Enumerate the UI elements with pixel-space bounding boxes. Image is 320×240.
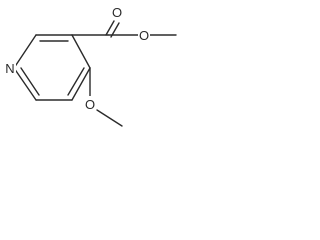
bond-c3-c4 — [71, 34, 91, 69]
inner-double-bond-c6-n — [20, 67, 40, 96]
bond-carbonyl-oxygen — [105, 20, 115, 36]
nitrogen-atom-label: N — [5, 61, 14, 76]
ester-group — [71, 20, 177, 38]
pyridine-ring — [13, 34, 91, 101]
atom-labels: N O O O — [4, 4, 150, 112]
bond-n-c2 — [13, 34, 37, 69]
methoxy-oxygen-label: O — [85, 97, 95, 112]
methoxy-group — [89, 67, 123, 127]
bond-c6-n — [13, 67, 37, 101]
inner-double-bond-c4-c5 — [67, 67, 85, 96]
chemical-structure: N O O O — [4, 4, 177, 127]
bond-methoxy-oxygen-methyl — [96, 109, 123, 127]
carbonyl-oxygen-label: O — [112, 5, 122, 20]
bond-c4-c5 — [71, 67, 91, 101]
ester-oxygen-label: O — [139, 28, 149, 43]
